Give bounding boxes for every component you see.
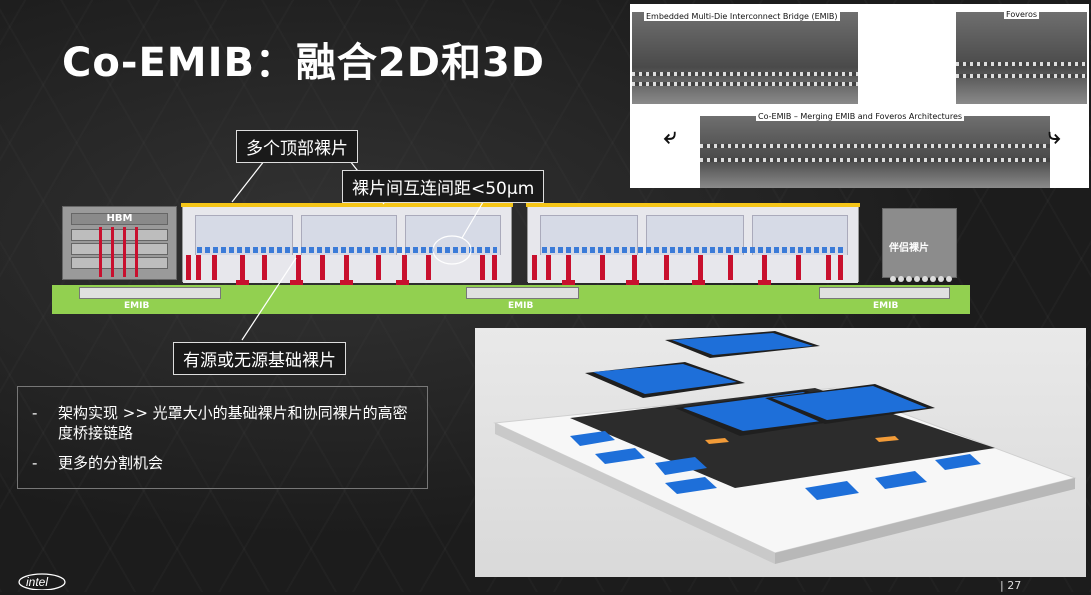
- intel-logo-mark: intel: [18, 572, 66, 590]
- callout-base-die: 有源或无源基础裸片: [173, 342, 346, 375]
- page-number: | 27: [1000, 579, 1021, 592]
- package-3d-render: [475, 328, 1086, 577]
- svg-text:intel: intel: [26, 575, 48, 589]
- callout-interconnect-pitch: 裸片间互连间距<50μm: [342, 170, 544, 203]
- bullet-list: - 架构实现 >> 光罩大小的基础裸片和协同裸片的高密度桥接链路 - 更多的分割…: [17, 386, 428, 489]
- callout-top-dies: 多个顶部裸片: [236, 130, 358, 163]
- package-3d-illustration: [475, 328, 1086, 577]
